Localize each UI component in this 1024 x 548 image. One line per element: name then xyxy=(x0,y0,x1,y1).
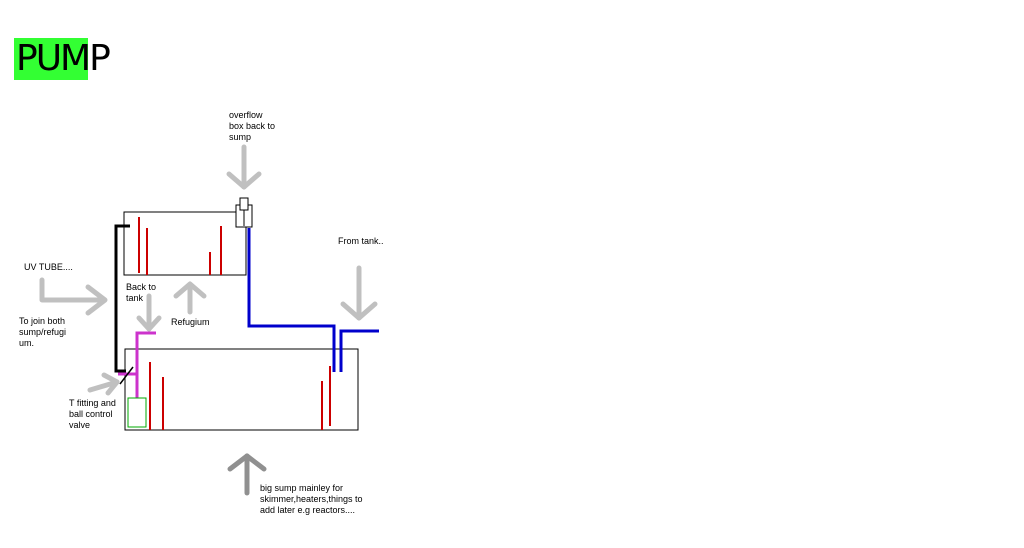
pump-title: PUMP xyxy=(14,38,111,80)
t-fitting-valve xyxy=(119,366,134,385)
join-label: To join both sump/refugi um. xyxy=(19,316,67,348)
overflow-line xyxy=(247,228,336,372)
overflow-box xyxy=(235,197,253,228)
arrow-down-back-to-tank-icon xyxy=(136,293,162,332)
t-fitting-label: T fitting and ball control valve xyxy=(69,398,116,430)
arrow-down-from-tank-icon xyxy=(340,265,378,321)
arrow-up-refugium-icon xyxy=(173,281,207,315)
arrow-t-fitting-icon xyxy=(87,372,120,396)
refugium-tank xyxy=(123,211,247,276)
arrow-down-overflow-icon xyxy=(226,144,262,190)
pump-title-text: PUMP xyxy=(16,38,111,79)
overflow-label: overflow box back to sump xyxy=(229,110,276,142)
uv-line xyxy=(135,331,156,398)
back-to-tank-label: Back to tank xyxy=(126,282,157,303)
refugium-baffles xyxy=(138,217,222,275)
from-tank-line xyxy=(339,329,379,372)
return-line xyxy=(114,224,130,373)
refugium-label: Refugium xyxy=(171,317,210,327)
from-tank-label: From tank.. xyxy=(338,236,384,246)
arrow-right-uv-icon xyxy=(39,277,108,316)
big-sump-label: big sump mainley for skimmer,heaters,thi… xyxy=(260,483,363,515)
sump-tank xyxy=(124,348,359,431)
uv-tube-label: UV TUBE.... xyxy=(24,262,73,272)
arrow-up-big-sump-icon xyxy=(227,453,267,496)
sump-baffles xyxy=(149,362,331,430)
uv-tube-box xyxy=(127,397,147,428)
